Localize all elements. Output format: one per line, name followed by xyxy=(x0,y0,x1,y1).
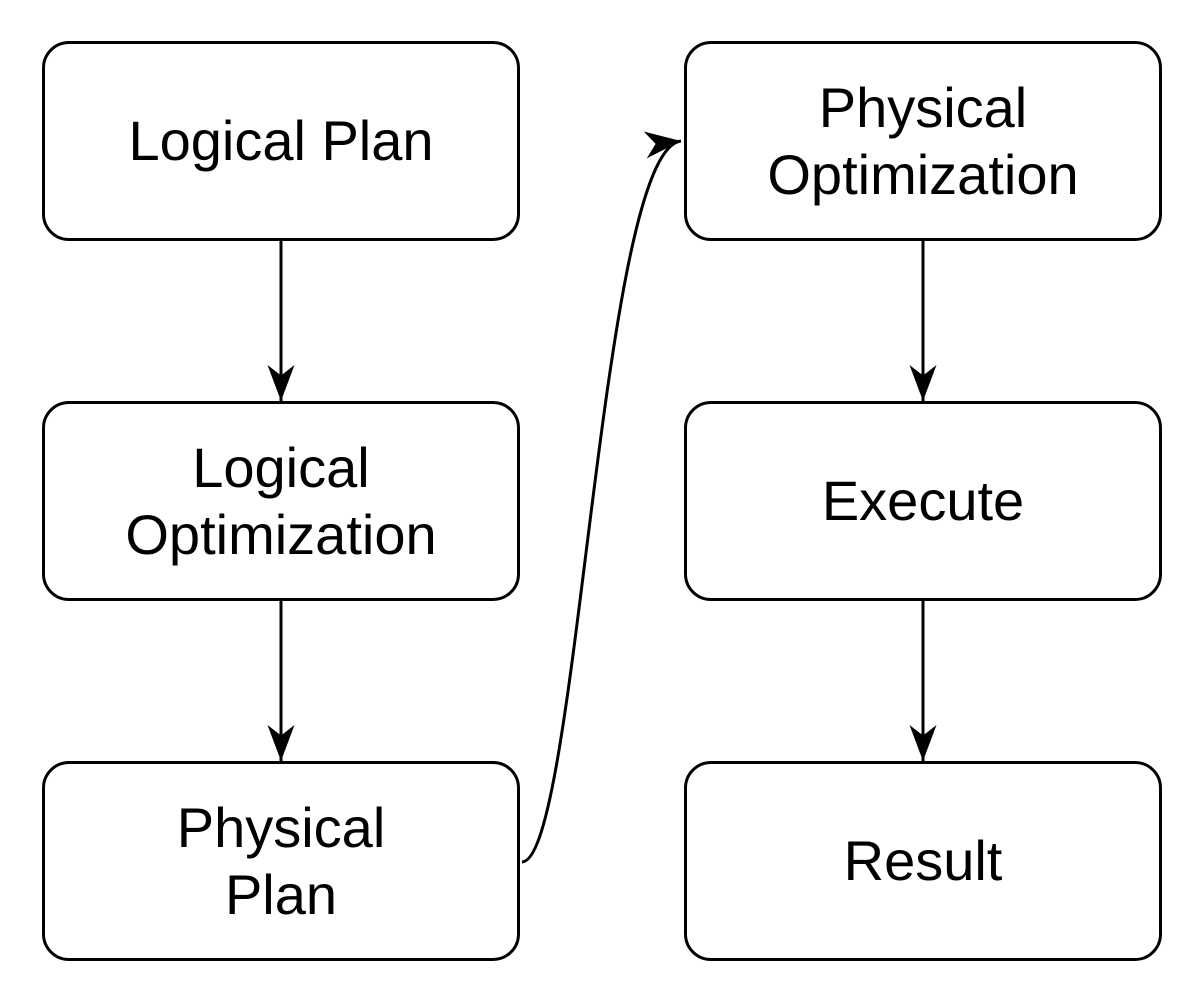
node-logical-plan: Logical Plan xyxy=(42,41,520,241)
node-physical-optimization-label: Physical Optimization xyxy=(767,75,1079,206)
node-logical-optimization: Logical Optimization xyxy=(42,401,520,601)
node-execute: Execute xyxy=(684,401,1162,601)
node-result: Result xyxy=(684,761,1162,961)
node-execute-label: Execute xyxy=(821,469,1025,533)
node-physical-plan-label: Physical Plan xyxy=(176,795,386,926)
node-result-label: Result xyxy=(843,829,1003,893)
node-logical-plan-label: Logical Plan xyxy=(128,109,434,173)
node-logical-optimization-label: Logical Optimization xyxy=(125,435,437,566)
arrow-physical-plan-to-physical-optimization xyxy=(521,131,682,864)
node-physical-plan: Physical Plan xyxy=(42,761,520,961)
node-physical-optimization: Physical Optimization xyxy=(684,41,1162,241)
